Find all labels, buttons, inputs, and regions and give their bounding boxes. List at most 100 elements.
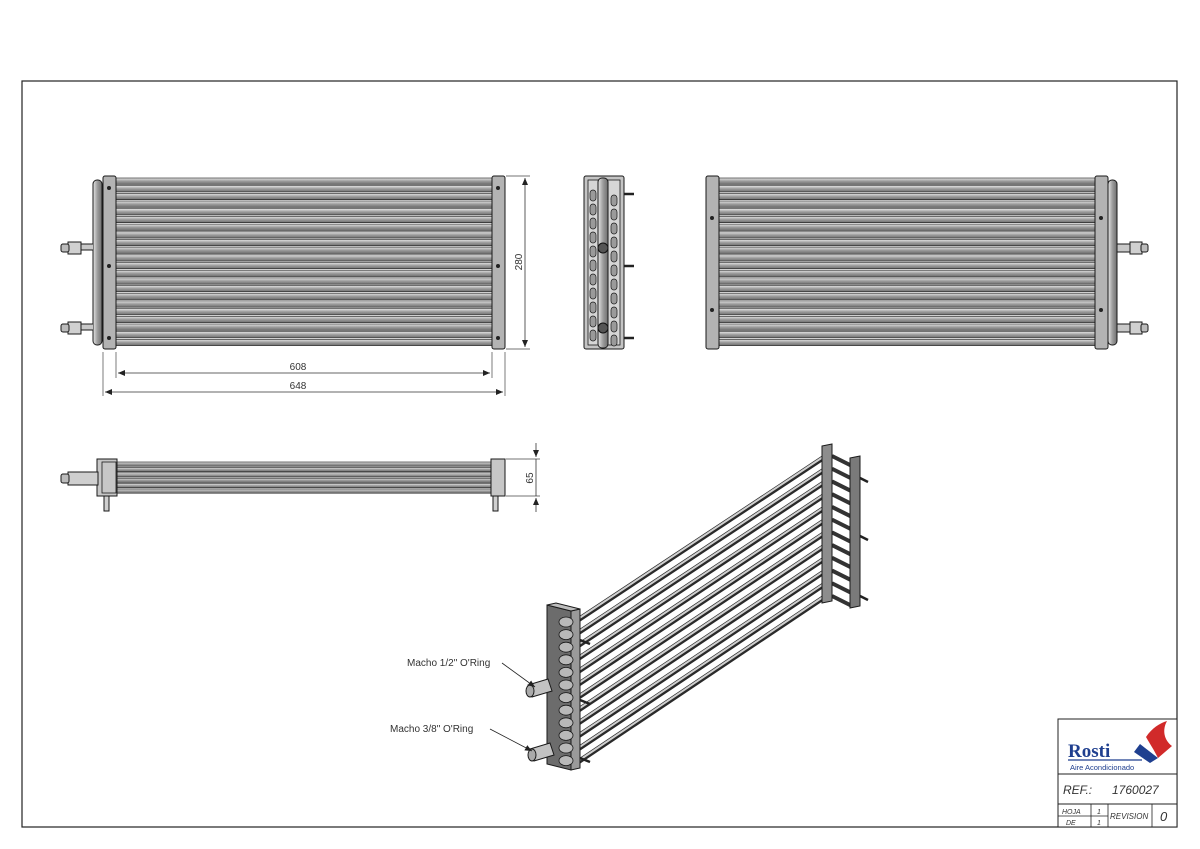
dimension-inner-width: 608 (115, 352, 493, 378)
iso-tube-highlight (577, 466, 827, 633)
rear-lower-connector (1116, 321, 1149, 335)
front-tube (115, 254, 493, 262)
front-view: 280 608 648 (60, 175, 530, 396)
iso-return-bend (558, 704, 574, 716)
side-tube-end (589, 189, 597, 202)
iso-tube-stub (831, 505, 853, 519)
iso-tube-stub (831, 492, 853, 506)
side-tube-end (610, 264, 618, 277)
top-tube (115, 461, 493, 467)
rear-tube (718, 185, 1096, 193)
iso-tube-highlight (577, 492, 827, 659)
iso-tube-highlight (577, 454, 827, 620)
iso-return-bend (558, 616, 574, 628)
rear-tube (718, 300, 1096, 308)
front-tube (115, 331, 493, 339)
callout-large-connector: Macho 1/2" O'Ring (407, 658, 490, 669)
iso-return-bend (558, 679, 574, 691)
front-tube (115, 239, 493, 247)
iso-tube-stub (831, 594, 853, 608)
side-tube-end (589, 287, 597, 300)
front-right-header (491, 175, 506, 350)
iso-tube-stub (831, 568, 853, 583)
rear-tube (718, 177, 1096, 185)
isometric-small-connector (527, 742, 555, 762)
iso-return-bend (558, 641, 574, 653)
side-tube-end (589, 315, 597, 328)
iso-tube-stub (831, 581, 853, 596)
side-tube-end (610, 222, 618, 235)
iso-tube-stub (831, 543, 853, 557)
iso-return-bend (558, 692, 574, 703)
front-tube (115, 208, 493, 216)
side-tube-end (589, 217, 597, 230)
isometric-view: Macho 1/2" O'Ring Macho 3/8" O'Ring (390, 443, 869, 771)
side-tube-end (589, 259, 597, 272)
front-tube (115, 285, 493, 293)
rear-upper-connector (1116, 241, 1149, 255)
iso-tube-highlight (577, 479, 827, 646)
side-tube-end (610, 208, 618, 221)
iso-tube-highlight (577, 517, 827, 685)
callout-small-connector: Macho 3/8" O'Ring (390, 724, 473, 735)
rear-tube (718, 308, 1096, 316)
iso-return-bend (558, 654, 574, 666)
side-view-tube-ends (589, 189, 618, 347)
side-view (583, 175, 634, 350)
front-tube (115, 262, 493, 270)
iso-tube-highlight (577, 505, 827, 672)
iso-tube-stub (831, 466, 853, 481)
front-lower-connector (60, 321, 93, 335)
front-tube (115, 308, 493, 316)
rosti-logo: Rosti Aire Acondicionado (1068, 721, 1172, 772)
iso-return-bend (558, 742, 574, 754)
side-tube-end (589, 245, 597, 258)
sheet-border (21, 80, 1178, 828)
front-tube (115, 223, 493, 231)
front-tube (115, 231, 493, 239)
front-tube (115, 315, 493, 323)
ref-value: 1760027 (1112, 783, 1160, 797)
of-value: 1 (1097, 820, 1101, 827)
top-view: 65 (60, 443, 540, 512)
ref-label: REF.: (1063, 783, 1092, 797)
iso-tube-stub (831, 517, 853, 532)
of-label: DE (1066, 820, 1076, 827)
rear-tube (718, 246, 1096, 254)
isometric-return-bends (558, 616, 574, 766)
front-tube (115, 216, 493, 223)
dimension-height-label: 280 (514, 253, 525, 270)
rear-tube (718, 193, 1096, 200)
iso-tube-highlight (577, 581, 827, 749)
rear-tube (718, 285, 1096, 293)
side-tube-end (589, 273, 597, 286)
top-tube (115, 483, 493, 489)
rear-tube (718, 331, 1096, 339)
front-tube (115, 269, 493, 277)
side-tube-end (589, 329, 597, 342)
front-left-manifold (92, 179, 103, 346)
title-block: Rosti Aire Acondicionado REF.: 1760027 H… (1057, 718, 1178, 828)
dimension-outer-width-label: 648 (290, 381, 307, 392)
side-tube-end (589, 301, 597, 314)
front-view-tubes (115, 177, 493, 346)
iso-tube-highlight (577, 568, 827, 737)
front-tube (115, 338, 493, 346)
front-tube (115, 193, 493, 200)
isometric-tubes (575, 453, 853, 765)
iso-return-bend (558, 755, 574, 766)
iso-tube-highlight (577, 555, 827, 724)
front-tube (115, 246, 493, 254)
front-left-header (102, 175, 117, 350)
dimension-depth-label: 65 (525, 472, 536, 484)
side-tube-end (610, 236, 618, 249)
front-tube (115, 300, 493, 308)
iso-tube-stub (831, 530, 853, 545)
rear-tube (718, 262, 1096, 270)
rear-tube (718, 254, 1096, 262)
front-upper-connector (60, 241, 93, 255)
dimension-height: 280 (506, 175, 530, 350)
front-tube (115, 185, 493, 193)
front-tube (115, 200, 493, 208)
iso-tube-stub (831, 479, 853, 494)
